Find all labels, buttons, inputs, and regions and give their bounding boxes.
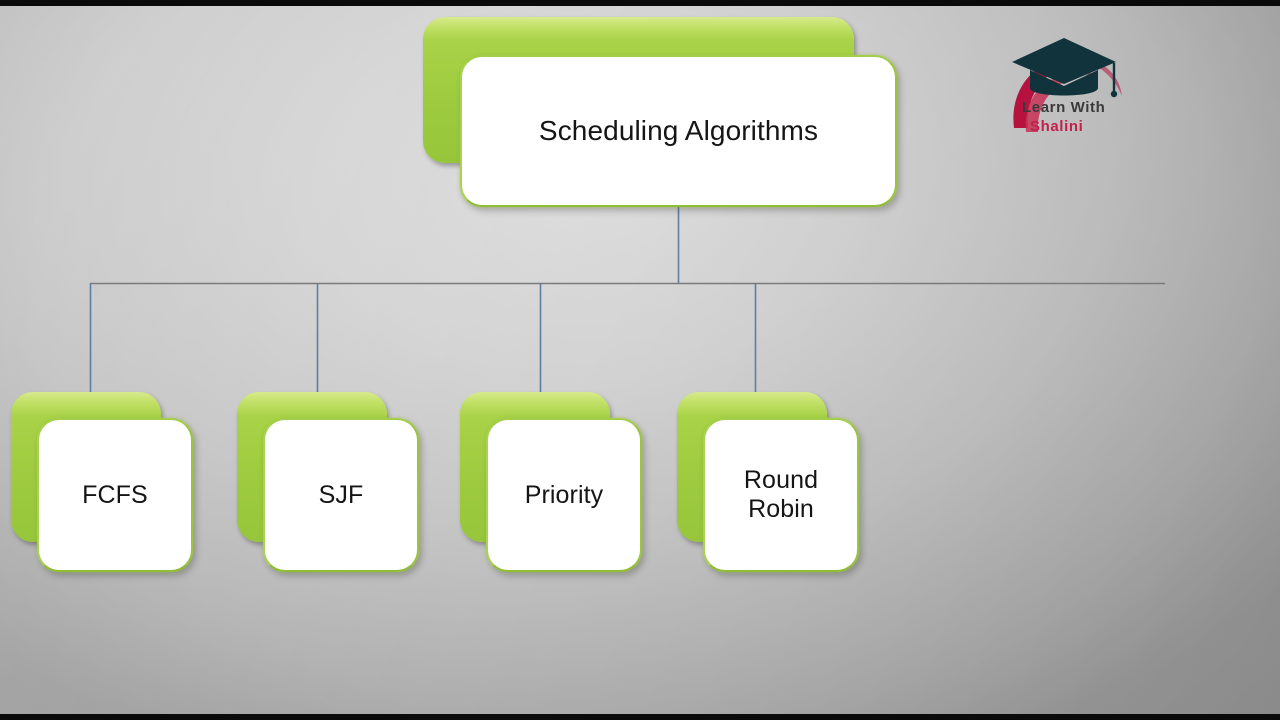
- logo-text-line2: Shalini: [1030, 118, 1083, 135]
- node-label: FCFS: [82, 480, 148, 509]
- node-face: Scheduling Algorithms: [460, 55, 897, 207]
- node-label: SJF: [318, 480, 364, 509]
- node-label-line1: Round: [743, 466, 819, 494]
- node-face: SJF: [263, 418, 419, 572]
- node-label: Scheduling Algorithms: [538, 114, 819, 146]
- node-scheduling-algorithms[interactable]: Scheduling Algorithms: [423, 17, 897, 207]
- graduation-cap-icon: [1012, 38, 1118, 98]
- brand-logo: Learn With Shalini: [1004, 32, 1128, 138]
- node-face: Priority: [486, 418, 642, 572]
- letterbox-top: [0, 0, 1280, 6]
- node-sjf[interactable]: SJF: [237, 392, 419, 572]
- letterbox-bottom: [0, 714, 1280, 720]
- node-label-line2: Robin: [748, 495, 814, 523]
- node-priority[interactable]: Priority: [460, 392, 642, 572]
- node-fcfs[interactable]: FCFS: [11, 392, 193, 572]
- node-face: FCFS: [37, 418, 193, 572]
- logo-text-line1: Learn With: [1022, 99, 1105, 116]
- node-label: Priority: [524, 480, 604, 509]
